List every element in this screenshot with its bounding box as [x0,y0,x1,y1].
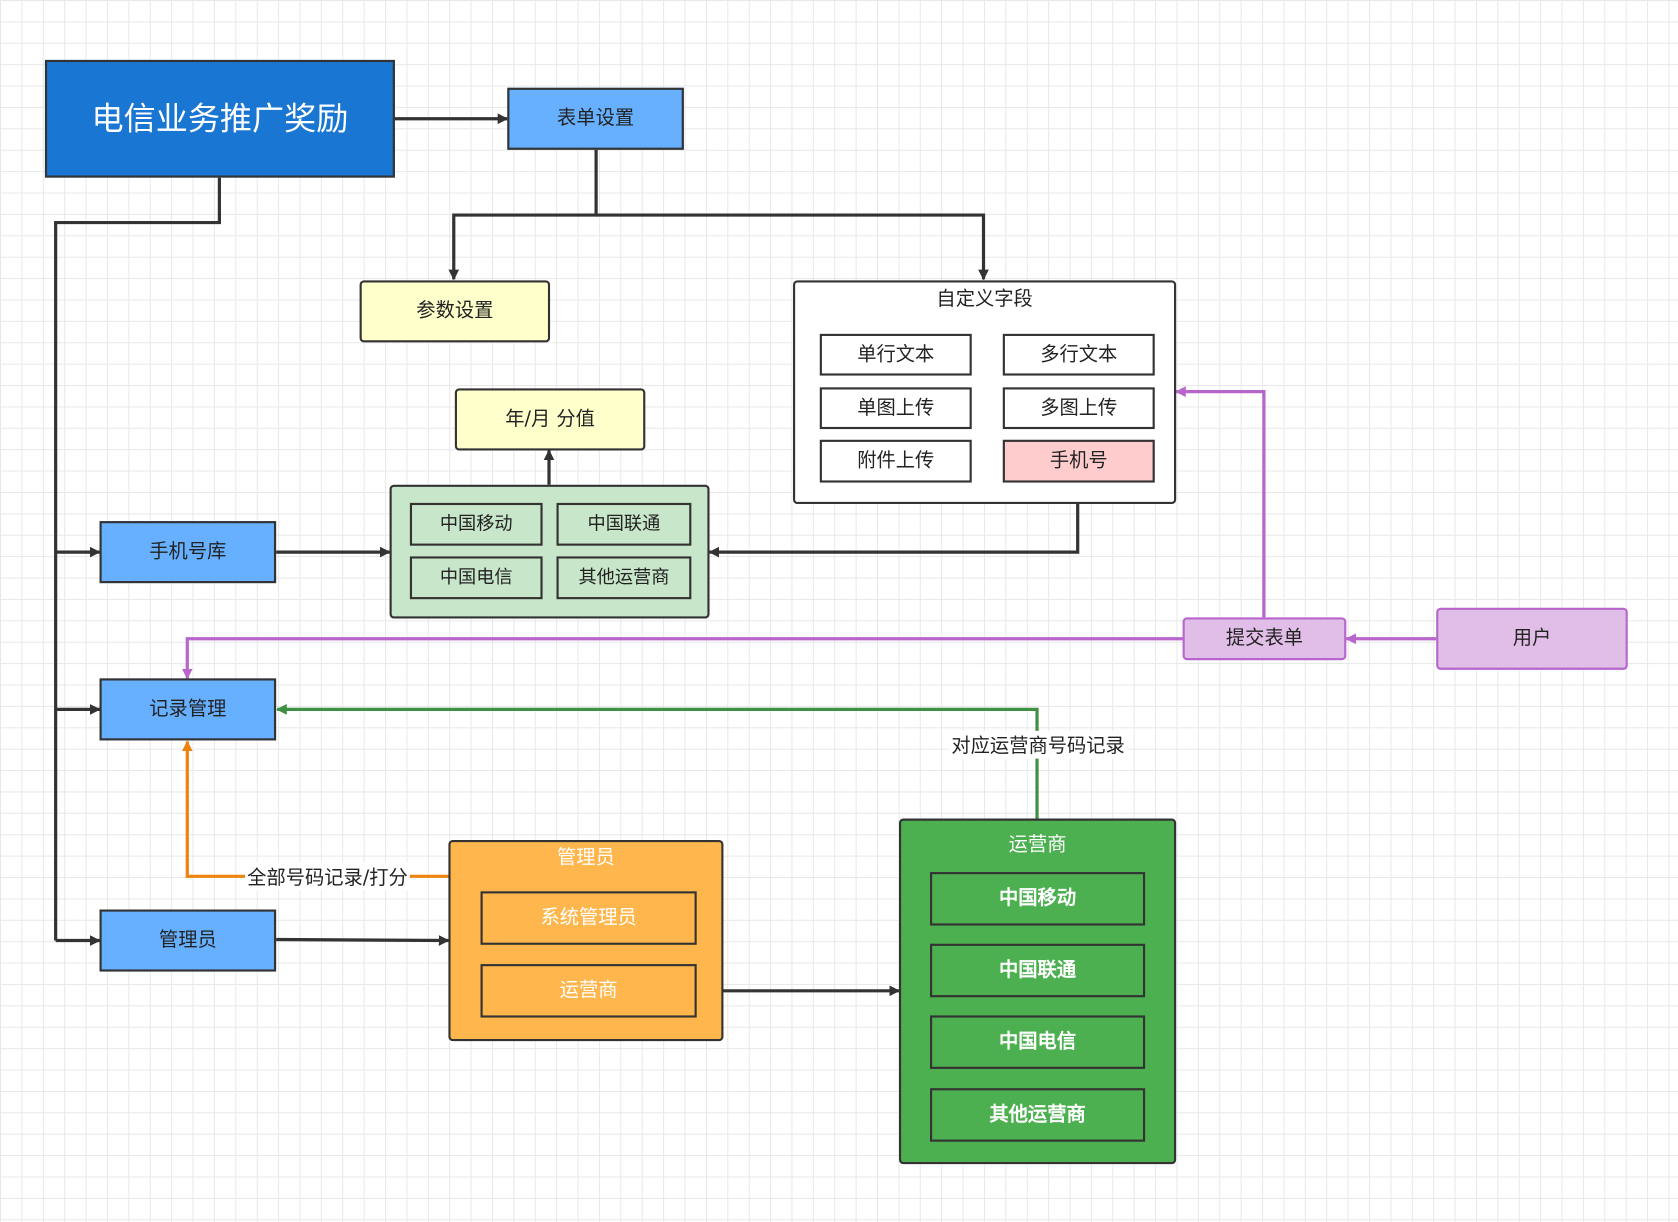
carrier-telecom-small[interactable]: 中国电信 [409,556,543,600]
root-label: 电信业务推广奖励 [91,100,349,138]
edge-admin-to-admin-group [276,935,450,946]
system-admin-node[interactable]: 系统管理员 [480,891,697,945]
edge-submit-form-to-custom-fields [1175,386,1266,618]
field-attachment[interactable]: 附件上传 [819,439,972,483]
edge-label-carrier-records: 对应运营商号码记录 [949,730,1127,759]
carrier-others-label: 其他运营商 [989,1103,1086,1126]
admin-carrier-node[interactable]: 运营商 [480,964,697,1018]
carrier-others-small-label: 其他运营商 [578,566,670,589]
edge-form-settings-to-param-settings [448,149,598,281]
field-single-image[interactable]: 单图上传 [819,387,972,430]
phone-library-node[interactable]: 手机号库 [99,521,277,584]
user-label: 用户 [1512,627,1552,650]
year-month-score-node[interactable]: 年/月 分值 [454,388,646,451]
form-settings-label: 表单设置 [557,107,635,130]
admin-label: 管理员 [158,928,217,952]
edge-submit-form-to-record-management [181,637,1183,680]
year-month-score-label: 年/月 分值 [505,407,595,431]
phone-library-label: 手机号库 [149,540,227,563]
carrier-mobile-small[interactable]: 中国移动 [409,502,543,546]
field-multi-image-label: 多图上传 [1040,396,1118,420]
admin-node[interactable]: 管理员 [99,909,277,972]
carrier-others-node[interactable]: 其他运营商 [930,1088,1146,1142]
edge-phone-field-to-carriers [708,482,1080,558]
edge-form-settings-to-custom-fields [596,213,989,281]
edge-label-all-records: 全部号码记录/打分 [245,862,410,891]
admin-group-title: 管理员 [557,846,615,869]
submit-form-label: 提交表单 [1225,627,1303,650]
field-single-image-label: 单图上传 [857,396,935,420]
submit-form-node[interactable]: 提交表单 [1182,617,1347,661]
field-multi-text[interactable]: 多行文本 [1002,333,1155,376]
edge-root-trunk [54,177,221,941]
form-settings-node[interactable]: 表单设置 [507,87,684,150]
admin-carrier-label: 运营商 [559,979,618,1002]
field-multi-image[interactable]: 多图上传 [1002,387,1155,430]
carrier-telecom-label: 中国电信 [999,1030,1077,1053]
param-settings-label: 参数设置 [416,299,494,323]
field-phone-label: 手机号 [1049,449,1108,472]
record-management-node[interactable]: 记录管理 [99,678,277,741]
param-settings-node[interactable]: 参数设置 [359,280,551,343]
carrier-mobile-node[interactable]: 中国移动 [930,872,1146,926]
carrier-mobile-label: 中国移动 [999,887,1077,910]
carrier-others-small[interactable]: 其他运营商 [556,556,692,600]
carrier-unicom-node[interactable]: 中国联通 [930,943,1146,998]
field-single-text[interactable]: 单行文本 [819,333,972,376]
field-attachment-label: 附件上传 [857,449,935,472]
record-management-label: 记录管理 [149,697,227,721]
carrier-unicom-label: 中国联通 [999,958,1077,982]
system-admin-label: 系统管理员 [540,906,637,929]
field-single-text-label: 单行文本 [857,343,935,366]
user-node[interactable]: 用户 [1436,607,1628,670]
carrier-telecom-node[interactable]: 中国电信 [930,1015,1146,1069]
carrier-unicom-small-label: 中国联通 [587,513,661,535]
carrier-telecom-small-label: 中国电信 [439,566,513,589]
carrier-unicom-small[interactable]: 中国联通 [556,502,692,546]
edge-carrier-group-to-record-management [276,704,1039,819]
field-multi-text-label: 多行文本 [1040,343,1118,366]
carrier-mobile-small-label: 中国移动 [439,513,513,535]
field-phone[interactable]: 手机号 [1002,439,1155,483]
carrier-group-title: 运营商 [1008,833,1067,857]
root-node[interactable]: 电信业务推广奖励 [44,59,395,178]
custom-fields-title: 自定义字段 [936,287,1033,311]
